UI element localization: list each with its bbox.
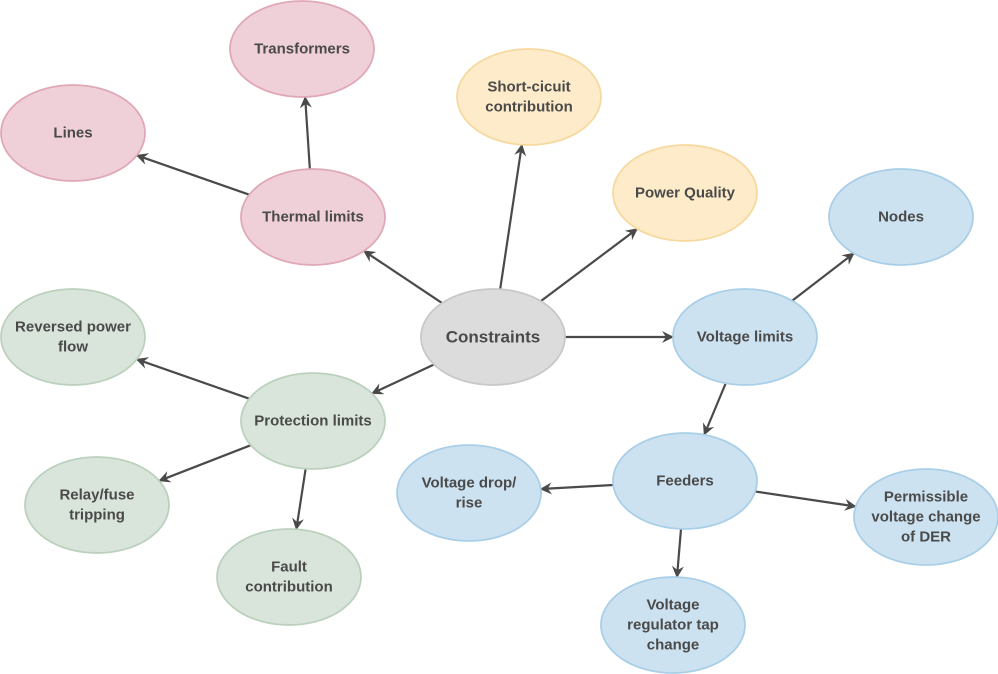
node-label-feeders: Feeders (656, 473, 714, 490)
node-shape-relay-fuse-tripping (24, 456, 170, 554)
edges-layer (135, 95, 857, 579)
node-label-fault-contribution: contribution (245, 579, 332, 596)
node-voltage-limits: Voltage limits (672, 288, 818, 386)
edge-feeders-to-permissible-voltage-change (755, 490, 857, 511)
node-permissible-voltage-change: Permissible voltage change of DER (853, 468, 998, 566)
node-label-reversed-power-flow: Reversed power (15, 319, 131, 336)
edge-voltage-limits-to-nodes (791, 252, 855, 302)
node-voltage-regulator-tap: Voltage regulator tap change (600, 576, 746, 674)
node-nodes: Nodes (828, 168, 974, 266)
node-label-thermal-limits: Thermal limits (262, 209, 364, 226)
node-voltage-drop-rise: Voltage drop/rise (396, 444, 542, 542)
node-label-constraints: Constraints (446, 328, 540, 347)
node-shape-constraints (420, 288, 566, 386)
node-label-permissible-voltage-change: Permissible (884, 489, 968, 506)
node-label-voltage-regulator-tap: regulator tap (627, 617, 719, 634)
node-label-fault-contribution: Fault (271, 559, 307, 576)
node-label-voltage-regulator-tap: change (647, 637, 700, 654)
edge-constraints-to-thermal-limits (363, 250, 443, 304)
node-lines: Lines (0, 84, 146, 182)
edge-constraints-to-power-quality (540, 227, 638, 303)
node-label-nodes: Nodes (878, 209, 924, 226)
node-transformers: Transformers (229, 0, 375, 98)
node-short-circuit: Short-cicuit contribution (456, 48, 602, 146)
node-fault-contribution: Fault contribution (216, 528, 362, 626)
node-thermal-limits: Thermal limits (240, 168, 386, 266)
edge-protection-limits-to-reversed-power-flow (135, 357, 250, 400)
node-shape-voltage-limits (672, 288, 818, 386)
node-shape-permissible-voltage-change (853, 468, 998, 566)
node-label-permissible-voltage-change: voltage change (871, 509, 980, 526)
node-shape-nodes (828, 168, 974, 266)
node-label-voltage-limits: Voltage limits (697, 329, 793, 346)
node-label-protection-limits: Protection limits (254, 413, 372, 430)
node-shape-voltage-drop-rise (396, 444, 542, 542)
node-label-short-circuit: Short-cicuit (487, 79, 570, 96)
node-label-short-circuit: contribution (485, 99, 572, 116)
node-shape-protection-limits (240, 372, 386, 470)
edge-feeders-to-voltage-regulator-tap (671, 528, 684, 579)
edge-constraints-to-short-circuit (499, 143, 527, 290)
node-label-power-quality: Power Quality (635, 185, 736, 202)
node-label-transformers: Transformers (254, 41, 350, 58)
node-shape-reversed-power-flow (0, 288, 146, 386)
node-shape-transformers (229, 0, 375, 98)
node-relay-fuse-tripping: Relay/fuse tripping (24, 456, 170, 554)
edge-constraints-to-protection-limits (371, 363, 435, 395)
node-shape-short-circuit (456, 48, 602, 146)
node-label-relay-fuse-tripping: tripping (69, 507, 125, 524)
node-shape-fault-contribution (216, 528, 362, 626)
node-protection-limits: Protection limits (240, 372, 386, 470)
node-shape-lines (0, 84, 146, 182)
node-label-voltage-regulator-tap: Voltage (646, 597, 699, 614)
node-shape-thermal-limits (240, 168, 386, 266)
node-label-relay-fuse-tripping: Relay/fuse (59, 487, 134, 504)
edge-voltage-limits-to-feeders (702, 382, 727, 436)
node-label-permissible-voltage-change: of DER (901, 529, 951, 546)
node-shape-feeders (612, 432, 758, 530)
edge-feeders-to-voltage-drop-rise (539, 482, 614, 495)
edge-thermal-limits-to-lines (135, 153, 250, 196)
node-label-reversed-power-flow: flow (58, 339, 88, 356)
node-constraints: Constraints (420, 288, 566, 386)
node-shape-power-quality (612, 144, 758, 242)
edge-protection-limits-to-relay-fuse-tripping (158, 444, 252, 483)
node-label-voltage-drop-rise: rise (456, 495, 483, 512)
edge-thermal-limits-to-transformers (299, 95, 312, 170)
node-power-quality: Power Quality (612, 144, 758, 242)
edge-protection-limits-to-fault-contribution (292, 468, 307, 531)
node-shape-voltage-regulator-tap (600, 576, 746, 674)
node-reversed-power-flow: Reversed power flow (0, 288, 146, 386)
node-feeders: Feeders (612, 432, 758, 530)
node-label-lines: Lines (53, 125, 92, 142)
node-label-voltage-drop-rise: Voltage drop/ (422, 475, 518, 492)
